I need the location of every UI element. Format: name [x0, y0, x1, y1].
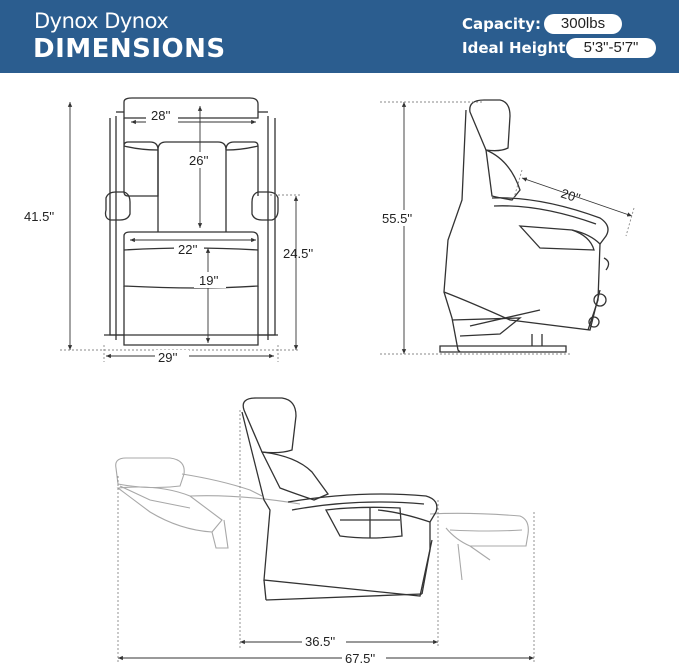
capacity-value: 300lbs: [544, 14, 622, 34]
front-back-width-label: 28'': [151, 108, 170, 123]
recline-view-chair: [241, 397, 438, 601]
front-backrest-height-label: 26'': [189, 153, 208, 168]
recline-reclined-depth-label: 67.5'': [345, 651, 375, 666]
recline-upright-depth-label: 36.5'': [305, 634, 335, 649]
side-total-height-label: 55.5'': [382, 211, 412, 226]
recline-view-dimension-lines: [117, 410, 535, 664]
side-view-chair: [439, 99, 610, 353]
ideal-height-value: 5'3"-5'7": [566, 38, 656, 58]
ideal-height-label: Ideal Height:: [462, 39, 572, 57]
front-seat-width-label: 22'': [178, 242, 197, 257]
header-banner: Dynox Dynox DIMENSIONS Capacity: 300lbs …: [0, 0, 679, 73]
capacity-label: Capacity:: [462, 15, 541, 33]
brand-name: Dynox Dynox: [34, 9, 169, 33]
front-seat-depth-label: 19'': [199, 273, 218, 288]
side-seat-depth-label: 20'': [559, 186, 582, 206]
side-view-dimension-lines: [380, 101, 635, 355]
front-total-height-label: 41.5'': [24, 209, 54, 224]
front-view-chair: [104, 97, 279, 346]
reclined-ghost-chair: [115, 457, 529, 581]
front-arm-height-label: 24.5'': [283, 246, 313, 261]
page-title: DIMENSIONS: [33, 34, 226, 64]
front-total-width-label: 29'': [158, 350, 177, 365]
dimension-drawing: 28'' 26'' 41.5'' 22'' 19'' 24.5'' 29'': [22, 97, 635, 666]
